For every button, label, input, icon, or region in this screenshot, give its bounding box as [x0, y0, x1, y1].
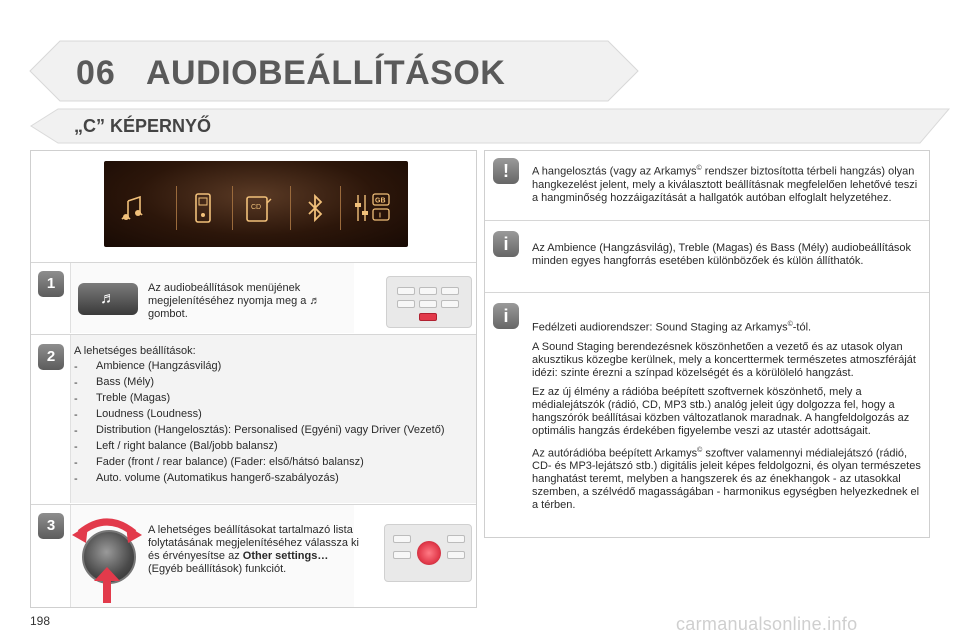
list-item: -Treble (Magas) [74, 392, 171, 405]
rotate-arrow-icon [72, 518, 142, 603]
panel-key [397, 300, 415, 308]
panel-key [397, 287, 415, 295]
list-item: -Left / right balance (Bal/jobb balansz) [74, 440, 278, 453]
step-2-sheet [70, 335, 476, 503]
panel-key [447, 535, 465, 543]
note-paragraph: A Sound Staging berendezésnek köszönhető… [532, 340, 916, 379]
radio-icon: CD [244, 191, 272, 225]
step-badge: 2 [38, 344, 64, 370]
panel-key [441, 287, 459, 295]
list-item: -Fader (front / rear balance) (Fader: el… [74, 456, 364, 469]
step-2-row [31, 334, 476, 504]
watermark: carmanualsonline.info [676, 614, 858, 634]
screen-divider [340, 186, 341, 230]
section-bar [30, 108, 950, 144]
list-item: -Ambience (Hangzásvilág) [74, 360, 222, 373]
radio-panel-image [384, 524, 472, 582]
bluetooth-icon [302, 191, 328, 225]
note-divider [485, 292, 929, 293]
step-1-row [31, 262, 476, 334]
note-distribution: A hangelosztás (vagy az Arkamys© rendsze… [532, 165, 918, 204]
knob-highlight [417, 541, 441, 565]
music-key-highlight [419, 313, 437, 321]
chapter-number: 06 [76, 54, 116, 92]
panel-key [441, 300, 459, 308]
note-divider [485, 220, 929, 221]
panel-key [447, 551, 465, 559]
step-3-row [31, 504, 476, 608]
screen-divider [232, 186, 233, 230]
warning-icon: ! [493, 158, 519, 184]
panel-key [393, 535, 411, 543]
notes-panel [484, 150, 930, 538]
page-number: 198 [30, 614, 51, 628]
settings-icon: GB I [352, 191, 390, 225]
panel-key [393, 551, 411, 559]
info-icon: i [493, 231, 519, 257]
note-sound-staging: Fedélzeti audiorendszer: Sound Staging a… [532, 318, 924, 512]
panel-key [419, 300, 437, 308]
step-badge: 3 [38, 513, 64, 539]
step-1-text: Az audiobeállítások menüjének megjelenít… [148, 282, 321, 320]
svg-text:I: I [379, 213, 381, 220]
note-paragraph: Ez az új élmény a rádióba beépített szof… [532, 385, 910, 437]
music-button[interactable]: ♬ [78, 283, 138, 315]
section-title: „C” KÉPERNYŐ [74, 116, 212, 136]
svg-text:GB: GB [375, 198, 386, 205]
note-paragraph: Az autórádióba beépített Arkamys© szoftv… [532, 446, 921, 512]
screen-divider [290, 186, 291, 230]
settings-list: A lehetséges beállítások: -Ambience (Han… [74, 343, 466, 487]
info-icon: i [493, 303, 519, 329]
list-item: -Auto. volume (Automatikus hangerő-szabá… [74, 472, 339, 485]
list-item: -Bass (Mély) [74, 376, 155, 389]
chapter-title: AUDIOBEÁLLÍTÁSOK [146, 54, 506, 92]
list-item: -Loudness (Loudness) [74, 408, 202, 421]
note-ambience: Az Ambience (Hangzásvilág), Treble (Maga… [532, 242, 912, 267]
other-settings-label: Other settings… [242, 550, 329, 562]
note-paragraph: Fedélzeti audiorendszer: Sound Staging a… [532, 321, 812, 334]
panel-key [419, 287, 437, 295]
step-badge: 1 [38, 271, 64, 297]
svg-text:CD: CD [251, 204, 261, 211]
step-3-text: A lehetséges beállításokat tartalmazó li… [148, 524, 359, 575]
audio-menu-screen: CD GB I [104, 161, 408, 247]
list-item: -Distribution (Hangelosztás): Personalis… [74, 424, 445, 437]
chapter-tab [29, 40, 639, 102]
phone-icon [190, 191, 216, 225]
list-intro: A lehetséges beállítások: [74, 345, 196, 357]
screen-divider [176, 186, 177, 230]
music-notes-icon [118, 191, 144, 225]
radio-panel-image [386, 276, 472, 328]
